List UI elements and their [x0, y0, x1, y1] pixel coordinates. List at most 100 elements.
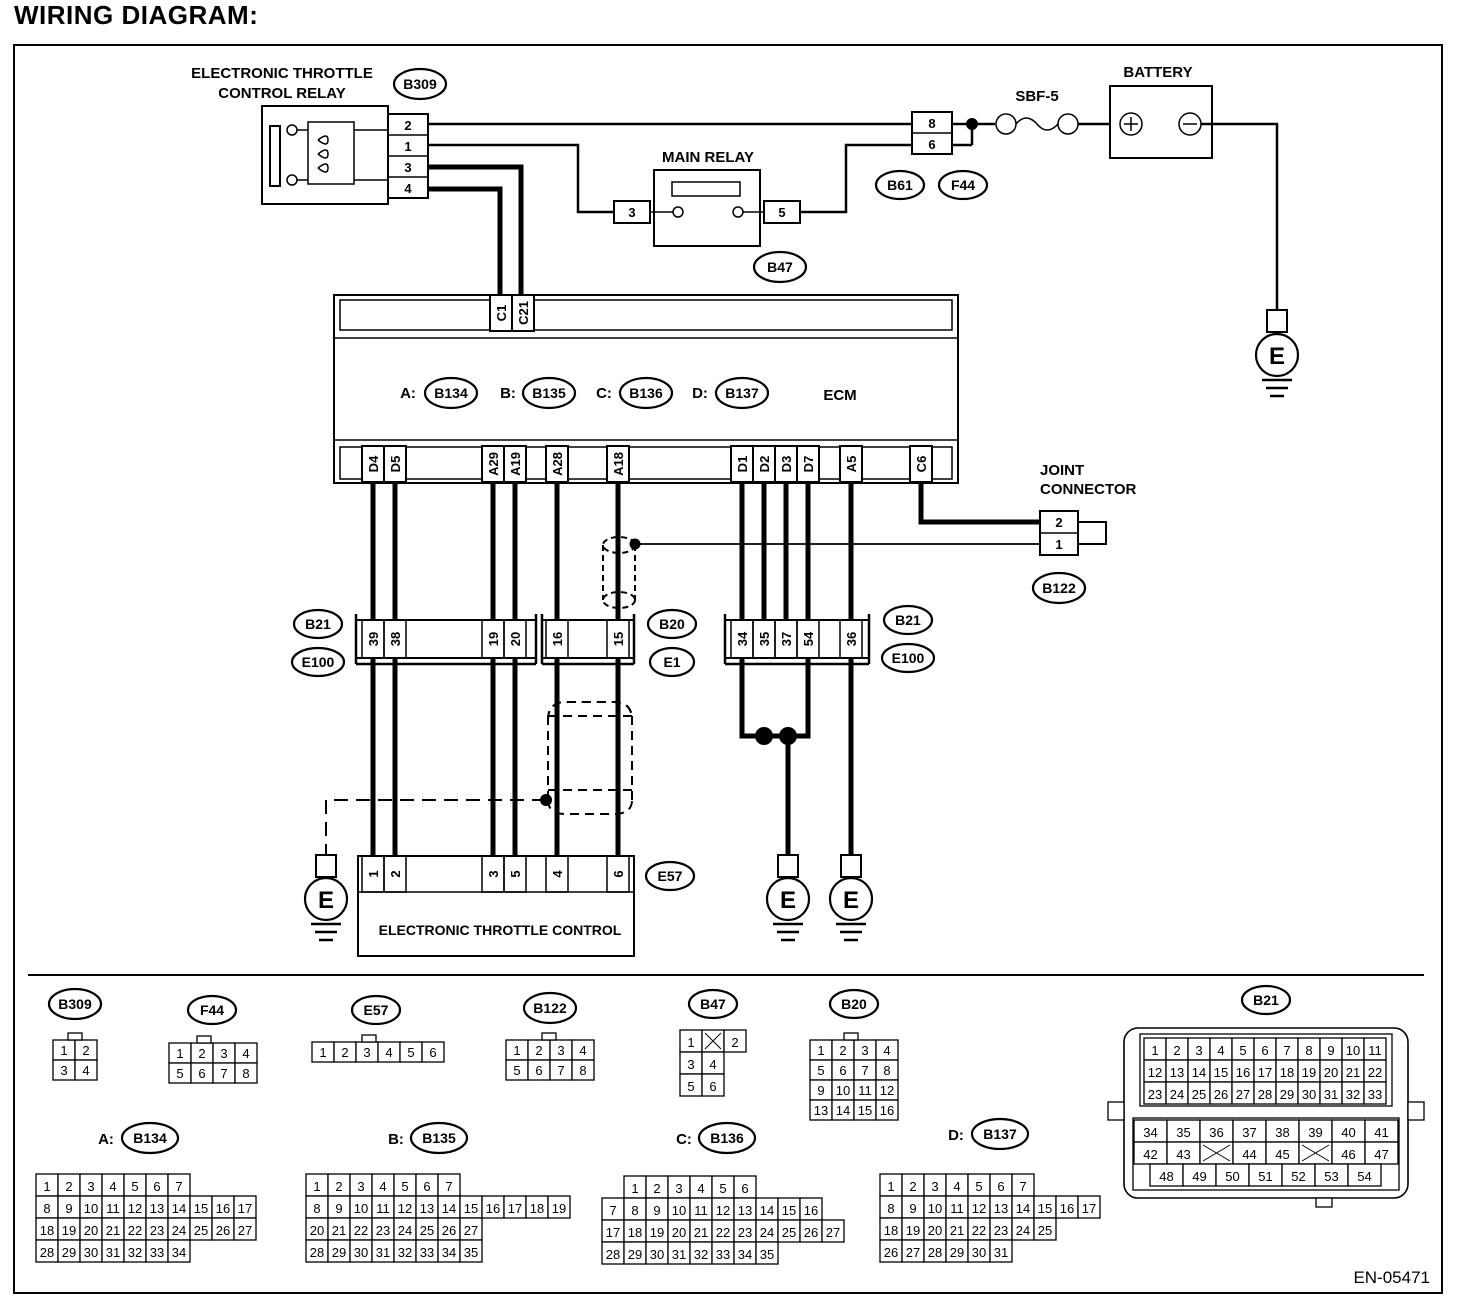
- pin-number: 29: [628, 1247, 642, 1262]
- pin-number: 22: [972, 1223, 986, 1238]
- pin-number: 39: [1308, 1125, 1322, 1140]
- pin-number: 3: [60, 1063, 67, 1078]
- svg-text:B47: B47: [700, 996, 726, 1012]
- main-relay-pin-left: 3: [628, 205, 635, 220]
- ecm-prefix-b: B:: [500, 385, 516, 402]
- upper-shield: [602, 536, 1040, 609]
- pin-number: 7: [861, 1063, 868, 1078]
- b21-tag-left: B21: [292, 608, 344, 640]
- pin-number: 51: [1258, 1169, 1272, 1184]
- face-tag-b47: B47: [687, 988, 739, 1020]
- pin-cell: 15: [459, 1195, 483, 1219]
- pin-number: 9: [909, 1201, 916, 1216]
- pin-cell: 48: [1149, 1163, 1184, 1187]
- ecm-pin-c21: C21: [516, 301, 531, 325]
- pin-cell: 17: [1077, 1195, 1101, 1219]
- svg-text:3: 3: [486, 870, 501, 877]
- pin-cell: 32: [123, 1239, 147, 1263]
- pin-cell: 11: [853, 1079, 877, 1101]
- pin-number: 37: [1242, 1125, 1256, 1140]
- pin-cell: 3: [1187, 1037, 1211, 1061]
- pin-number: 24: [1170, 1087, 1184, 1102]
- pin-number: 15: [1038, 1201, 1052, 1216]
- pin-number: 31: [1324, 1087, 1338, 1102]
- pin-number: 15: [858, 1103, 872, 1118]
- pin-number: 9: [1327, 1043, 1334, 1058]
- pin-cell: 7: [212, 1062, 236, 1084]
- pin-number: 2: [1173, 1043, 1180, 1058]
- pin-cell: 5: [679, 1073, 703, 1097]
- pin-cell: 2: [723, 1029, 747, 1053]
- pin-number: 28: [40, 1245, 54, 1260]
- pin-number: 24: [1016, 1223, 1030, 1238]
- pin-cell: 5: [809, 1059, 833, 1081]
- pin-cell: 29: [1275, 1081, 1299, 1105]
- pin-cell: 37: [1232, 1119, 1267, 1143]
- pin-number: 5: [401, 1179, 408, 1194]
- svg-text:B61: B61: [887, 177, 913, 193]
- ecm-pin: D2: [757, 456, 772, 473]
- pin-number: 1: [313, 1179, 320, 1194]
- svg-text:16: 16: [550, 632, 565, 646]
- relay-pin: 1: [404, 139, 411, 154]
- pin-number: 4: [109, 1179, 116, 1194]
- pin-number: 21: [1346, 1065, 1360, 1080]
- pin-number: 2: [731, 1035, 738, 1050]
- pin-cell: 47: [1364, 1141, 1399, 1165]
- joint-label-2: CONNECTOR: [1040, 481, 1137, 498]
- pin-cell: 1: [311, 1041, 335, 1063]
- pin-number: 8: [43, 1201, 50, 1216]
- pin-cell: 1: [168, 1042, 192, 1064]
- pin-cell: 23: [145, 1217, 169, 1241]
- relay-pin: 4: [404, 181, 412, 196]
- svg-text:6: 6: [928, 137, 935, 152]
- pin-cell: 7: [437, 1173, 461, 1197]
- pin-number: 5: [687, 1079, 694, 1094]
- pin-number: 23: [1148, 1087, 1162, 1102]
- pin-number: 14: [836, 1103, 850, 1118]
- pin-cell: 5: [393, 1173, 417, 1197]
- pin-cell: 9: [1319, 1037, 1343, 1061]
- pin-cell: 3: [79, 1173, 103, 1197]
- pin-number: 1: [817, 1043, 824, 1058]
- pin-number: 6: [839, 1063, 846, 1078]
- pin-number: 30: [972, 1245, 986, 1260]
- pin-number: 23: [994, 1223, 1008, 1238]
- pin-cell: 16: [875, 1099, 899, 1121]
- pin-cell: 6: [415, 1173, 439, 1197]
- ecm-prefix-c: C:: [596, 385, 612, 402]
- ecm-prefix-a: A:: [400, 385, 416, 402]
- pin-cell: 8: [623, 1197, 647, 1221]
- pin-number: 53: [1324, 1169, 1338, 1184]
- pin-number: 4: [379, 1179, 386, 1194]
- pin-number: 1: [43, 1179, 50, 1194]
- pin-number: 32: [694, 1247, 708, 1262]
- ground-battery: E: [1254, 309, 1300, 398]
- pin-number: 8: [1305, 1043, 1312, 1058]
- pin-cell: 5: [505, 1059, 529, 1081]
- b134-tag: B134: [423, 376, 479, 410]
- relay-pin-block: 2 1 3 4: [387, 113, 429, 199]
- pin-cell: 33: [1363, 1081, 1387, 1105]
- pin-cell: 1: [623, 1175, 647, 1199]
- b61-f44-connector: 8 6: [911, 111, 953, 155]
- pin-cell: 52: [1281, 1163, 1316, 1187]
- pin-number: 7: [220, 1066, 227, 1081]
- pin-number: 30: [84, 1245, 98, 1260]
- pin-cell: 3: [549, 1039, 573, 1061]
- pin-number: 6: [1261, 1043, 1268, 1058]
- svg-text:B137: B137: [983, 1126, 1017, 1142]
- svg-text:E57: E57: [364, 1002, 389, 1018]
- pin-cell: 2: [333, 1041, 357, 1063]
- pin-number: 23: [738, 1225, 752, 1240]
- svg-text:B122: B122: [533, 1000, 567, 1016]
- pin-number: 23: [150, 1223, 164, 1238]
- pin-number: 27: [464, 1223, 478, 1238]
- pin-cell: 1: [679, 1029, 703, 1053]
- svg-text:B309: B309: [403, 76, 437, 92]
- svg-text:B21: B21: [895, 612, 921, 628]
- ecm-prefix-d: D:: [692, 385, 708, 402]
